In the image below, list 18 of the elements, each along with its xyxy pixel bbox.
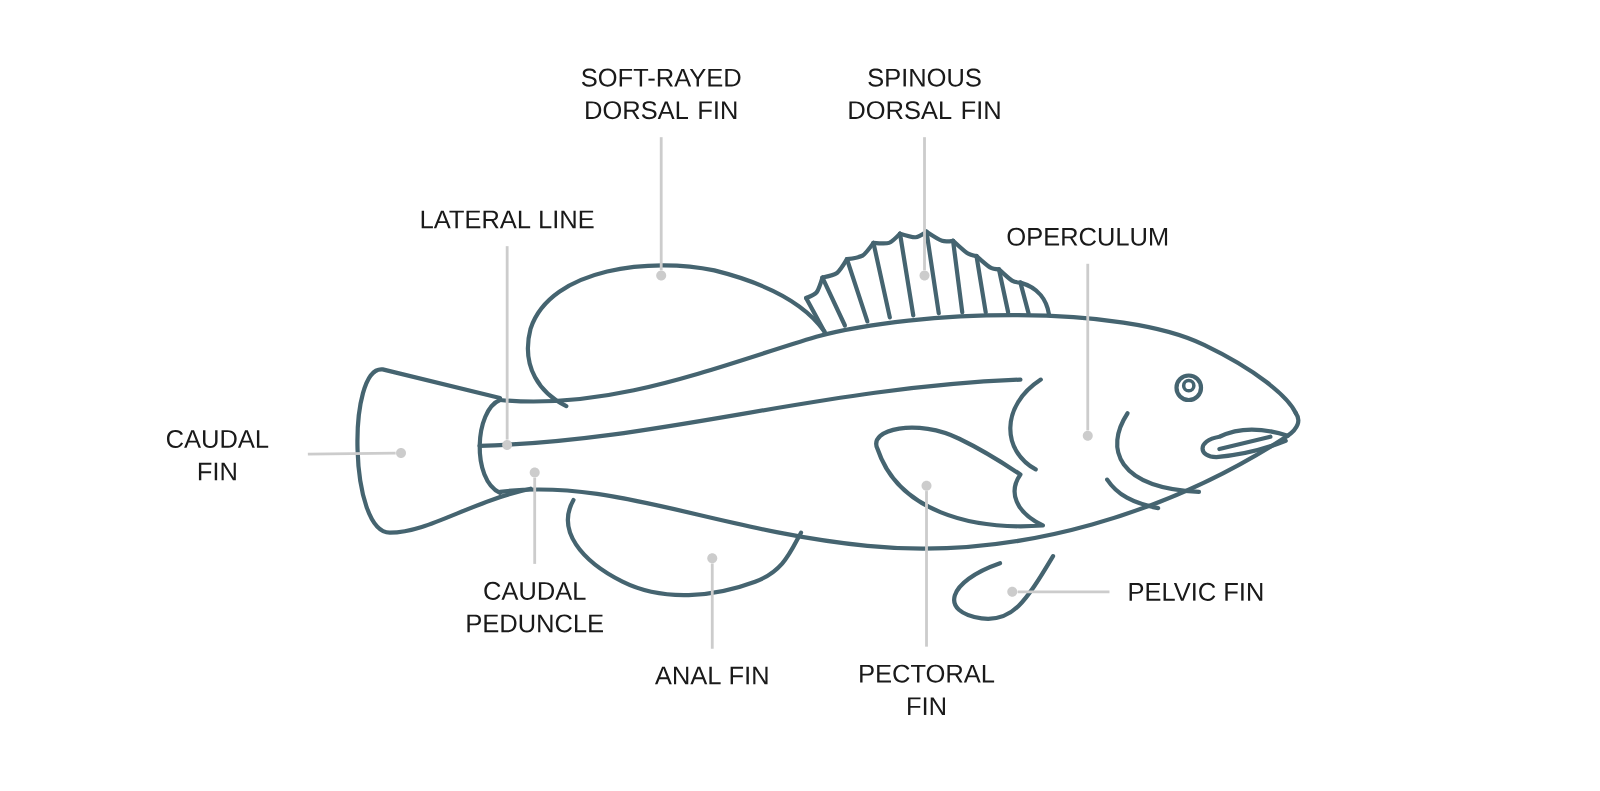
part-label: PECTORAL FIN bbox=[860, 664, 995, 716]
leader-line bbox=[1017, 590, 1110, 594]
leader-line bbox=[533, 477, 537, 564]
leader-line bbox=[925, 491, 928, 647]
part-label: PELVIC FIN bbox=[1129, 582, 1263, 601]
part-label: SPINOUS DORSAL FIN bbox=[849, 68, 1000, 120]
part-label: LATERAL LINE bbox=[421, 210, 594, 229]
part-label: ANAL FIN bbox=[654, 666, 768, 685]
leader-line bbox=[710, 563, 714, 649]
leader-line bbox=[659, 137, 663, 271]
part-label: CAUDAL PEDUNCLE bbox=[467, 581, 603, 633]
leader-line bbox=[923, 137, 926, 271]
part-label: SOFT-RAYED DORSAL FIN bbox=[581, 68, 741, 120]
leader-line bbox=[505, 246, 509, 440]
part-label: CAUDAL FIN bbox=[166, 430, 269, 481]
leader-line bbox=[1086, 263, 1090, 431]
part-label: OPERCULUM bbox=[1007, 227, 1168, 246]
leader-line bbox=[307, 451, 396, 456]
